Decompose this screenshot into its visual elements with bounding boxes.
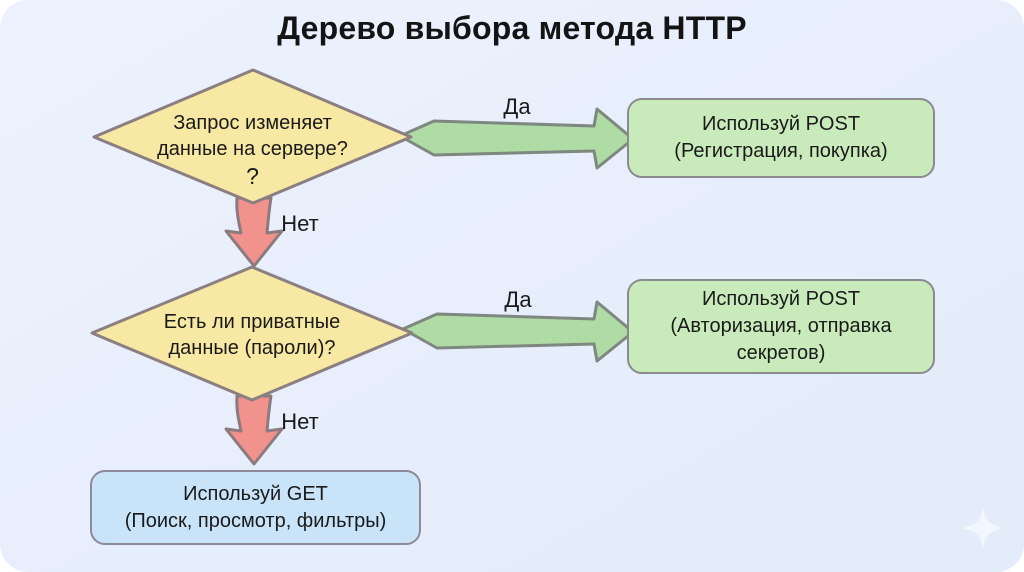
sparkle-icon <box>962 506 1004 550</box>
no-label-1: Нет <box>281 211 319 236</box>
decision-diamond-2 <box>90 265 414 402</box>
result-box-post-1: Используй POST (Регистрация, покупка) <box>627 98 935 178</box>
post-1-line: Используй POST <box>701 113 861 135</box>
decision-1-line: данные на сервере? <box>157 138 348 160</box>
no-arrow-1 <box>224 196 284 268</box>
result-box-post-2: Используй POST (Авторизация, отправка се… <box>627 279 935 374</box>
get-line: Используй GET <box>183 482 328 505</box>
decision-1-text: Запрос изменяет данные на сервере? ? <box>94 110 411 190</box>
decision-2-text: Есть ли приватные данные (пароли)? <box>92 309 412 361</box>
yes-label-2: Да <box>504 287 532 312</box>
result-box-get: Используй GET (Поиск, просмотр, фильтры) <box>90 470 421 545</box>
decision-1-line: Запрос изменяет <box>173 112 332 134</box>
post-2-line: секретов) <box>736 342 826 364</box>
decision-2-line: данные (пароли)? <box>168 337 336 359</box>
decision-diamond-1 <box>92 68 413 205</box>
diagram-title: Дерево выбора метода HTTP <box>277 10 747 46</box>
yes-label-1: Да <box>503 94 531 119</box>
decision-1-line: ? <box>246 163 259 189</box>
decision-2-line: Есть ли приватные <box>163 311 341 333</box>
post-1-line: (Регистрация, покупка) <box>674 140 888 162</box>
get-line: (Поиск, просмотр, фильтры) <box>124 509 387 532</box>
no-arrow-2 <box>224 394 284 466</box>
no-label-2: Нет <box>281 409 319 434</box>
post-2-line: (Авторизация, отправка <box>670 315 892 337</box>
post-2-line: Используй POST <box>701 288 861 310</box>
